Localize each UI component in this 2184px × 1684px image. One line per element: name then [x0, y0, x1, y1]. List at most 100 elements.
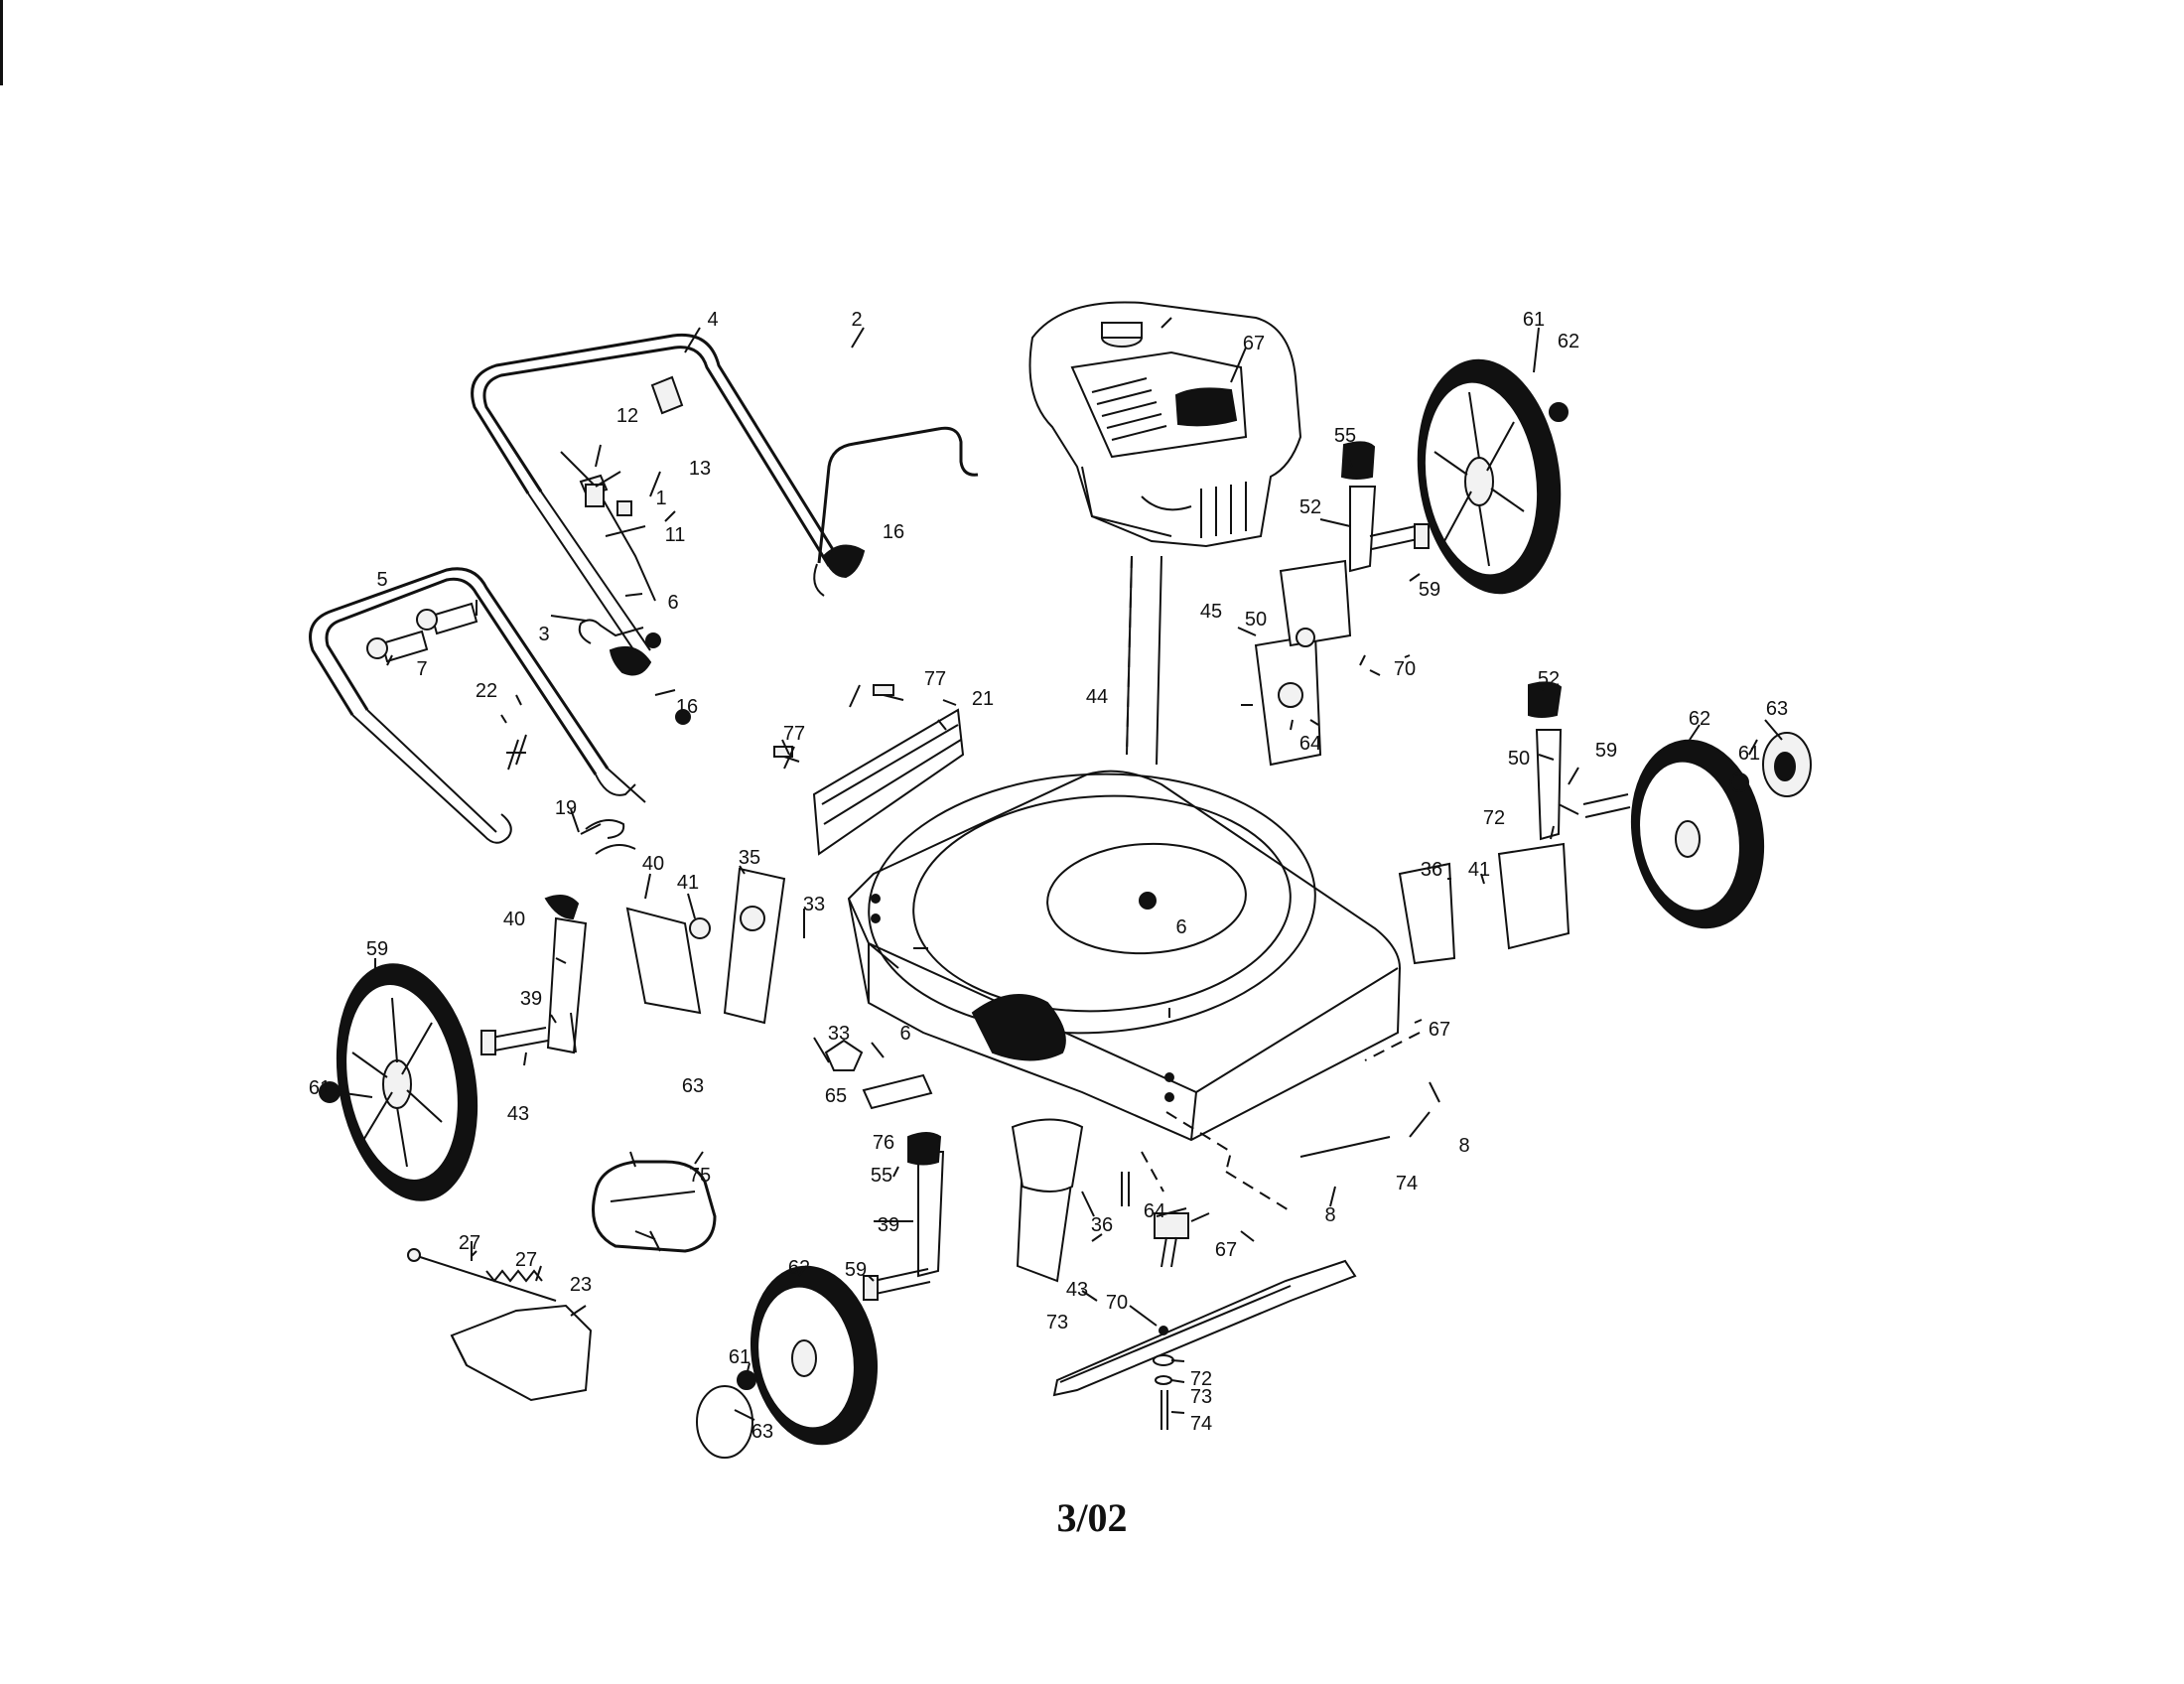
engine	[1028, 301, 1302, 766]
callout-label: 70	[1106, 1292, 1128, 1314]
front-right-adjuster	[1254, 441, 1377, 767]
rear-right-wheel	[1417, 358, 1562, 595]
callout-label: 55	[871, 1165, 892, 1187]
callout-label: 67	[1429, 1019, 1450, 1041]
callout-label: 41	[1468, 859, 1490, 881]
callout-label: 72	[1483, 807, 1505, 829]
callout-label: 64	[1144, 1200, 1165, 1222]
callout-label: 50	[1245, 609, 1267, 631]
rear-door-and-bracket	[592, 1151, 717, 1253]
callout-label: 70	[1394, 658, 1416, 680]
footer-code: 3/02	[1056, 1495, 1128, 1540]
callout-label: 55	[1334, 425, 1356, 447]
callout-label: 5	[376, 569, 387, 591]
callout-label: 65	[825, 1085, 847, 1107]
callout-label: 21	[972, 688, 994, 710]
callout-label: 59	[1595, 740, 1617, 762]
callout-label: 63	[1766, 698, 1788, 720]
callout-label: 72	[1190, 1368, 1212, 1390]
callout-label: 1	[655, 488, 666, 509]
front-right-wheel	[1630, 739, 1765, 929]
front-left-adjuster	[907, 1118, 1084, 1283]
callout-label: 41	[677, 872, 699, 894]
callout-label: 35	[739, 847, 760, 869]
leader-lines	[337, 317, 1783, 1421]
callout-label: 6	[899, 1023, 910, 1045]
callout-label: 59	[1419, 579, 1440, 601]
callout-label: 6	[1175, 916, 1186, 938]
callout-label: 7	[416, 658, 427, 680]
deflector-and-rod	[407, 1248, 593, 1402]
callout-label: 77	[783, 723, 805, 745]
front-left-wheel	[750, 1265, 879, 1446]
wire-bail	[813, 426, 979, 597]
rear-right-adjuster	[1398, 681, 1579, 965]
callout-label: 2	[851, 309, 862, 331]
callout-label: 61	[1523, 309, 1545, 331]
callout-label: 50	[1508, 748, 1530, 770]
callout-label: 74	[1190, 1413, 1212, 1435]
callout-label: 19	[555, 797, 577, 819]
callout-label: 36	[1091, 1214, 1113, 1236]
callout-label: 16	[883, 521, 904, 543]
callout-label: 23	[570, 1274, 592, 1296]
callout-label: 59	[845, 1259, 867, 1281]
callout-label: 33	[803, 894, 825, 915]
small-parts	[645, 632, 933, 1110]
callout-labels: 2 4 67 61 62 55 52 59 70 45 50 44 64 12 …	[309, 309, 1788, 1443]
callout-label: 16	[676, 696, 698, 718]
callout-label: 33	[828, 1023, 850, 1045]
page-edge-mark	[0, 0, 3, 85]
callout-label: 67	[1243, 333, 1265, 354]
callout-label: 63	[751, 1421, 773, 1443]
callout-label: 22	[476, 680, 497, 702]
callout-label: 40	[503, 909, 525, 930]
callout-label: 77	[924, 668, 946, 690]
callout-label: 27	[459, 1232, 480, 1254]
callout-label: 62	[788, 1257, 810, 1279]
callout-label: 74	[1396, 1173, 1418, 1194]
callout-label: 52	[1299, 496, 1321, 518]
callout-label: 3	[538, 624, 549, 645]
callout-label: 8	[1458, 1135, 1469, 1157]
callout-label: 43	[1066, 1279, 1088, 1301]
callout-label: 13	[689, 458, 711, 480]
hub-caps-and-nuts	[319, 402, 1812, 1459]
callout-label: 8	[1324, 1204, 1335, 1226]
callout-label: 73	[1046, 1312, 1068, 1333]
callout-label: 11	[665, 524, 686, 546]
axle-bolts	[480, 523, 1631, 1301]
callout-label: 62	[1558, 331, 1579, 352]
callout-label: 61	[729, 1346, 751, 1368]
callout-label: 63	[682, 1075, 704, 1097]
callout-label: 75	[689, 1165, 711, 1187]
rear-baffle	[773, 684, 965, 856]
mower-deck	[847, 770, 1421, 1212]
callout-label: 64	[1299, 733, 1321, 755]
handle-knobs	[366, 602, 478, 663]
callout-label: 40	[642, 853, 664, 875]
callout-label: 44	[1086, 686, 1108, 708]
lower-handle	[309, 567, 646, 844]
callout-label: 27	[515, 1249, 537, 1271]
blade-assembly	[1052, 1151, 1357, 1430]
callout-label: 62	[1689, 708, 1710, 730]
callout-label: 61	[309, 1077, 331, 1099]
rear-left-wheel	[336, 963, 478, 1201]
callout-label: 45	[1200, 601, 1222, 623]
callout-label: 36	[1421, 859, 1442, 881]
callout-label: 61	[1738, 743, 1760, 765]
callout-label: 59	[366, 938, 388, 960]
callout-label: 52	[1538, 668, 1560, 690]
callout-label: 39	[520, 988, 542, 1010]
callout-label: 12	[616, 405, 638, 427]
callout-label: 67	[1215, 1239, 1237, 1261]
callout-label: 76	[873, 1132, 894, 1154]
callout-label: 6	[667, 592, 678, 614]
callout-label: 73	[1190, 1386, 1212, 1408]
callout-label: 43	[507, 1103, 529, 1125]
cable-and-clips	[506, 451, 866, 855]
callout-label: 4	[707, 309, 718, 331]
callout-label: 39	[878, 1214, 899, 1236]
